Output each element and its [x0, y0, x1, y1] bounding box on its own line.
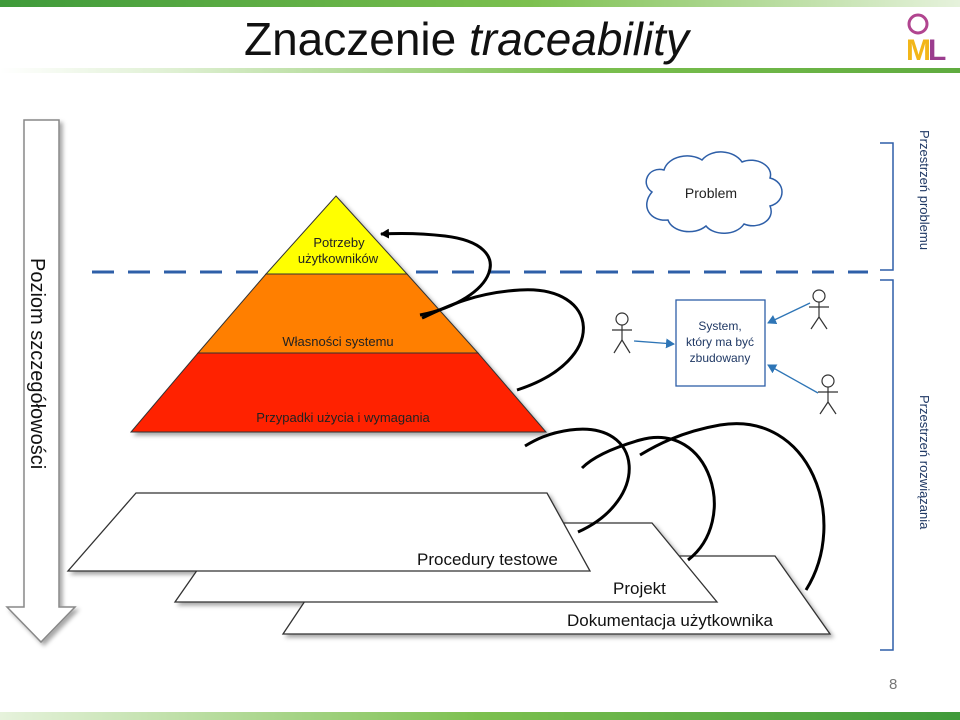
svg-text:L: L: [928, 34, 946, 67]
actor-arrow-right-top: [767, 302, 811, 325]
system-box-line3: zbudowany: [690, 351, 751, 365]
problem-cloud: [645, 151, 783, 234]
problem-space-brace: [880, 142, 894, 271]
actor-icon-left: [612, 312, 632, 354]
solution-space-label: Przestrzeń rozwiązania: [917, 395, 932, 530]
trace-curve-user-docs: [639, 422, 826, 591]
svg-text:M: M: [906, 34, 931, 67]
detail-level-arrow: [5, 119, 77, 644]
doc-label-user-docs: Dokumentacja użytkownika: [567, 611, 774, 630]
title-underline: [0, 68, 960, 73]
page-number: 8: [889, 676, 898, 693]
system-box-line1: System,: [698, 319, 741, 333]
trace-curve-needs-features: [380, 228, 492, 317]
solution-space-brace: [880, 279, 894, 651]
actor-arrow-left: [633, 338, 675, 349]
system-box: [675, 299, 766, 387]
pyramid-label-use-cases: Przypadki użycia i wymagania: [256, 410, 430, 425]
doc-sheet-1: [66, 492, 592, 572]
document-stack: [66, 492, 832, 635]
title-italic: traceability: [469, 13, 689, 65]
title-plain: Znaczenie: [244, 13, 470, 65]
actor-icon-right-bottom: [818, 374, 838, 415]
pyramid-tier-top: [264, 195, 409, 275]
actor-arrow-right-bottom: [767, 364, 819, 394]
pyramid-label-needs-2: użytkowników: [298, 251, 379, 266]
requirements-pyramid: [129, 195, 548, 433]
detail-level-label: Poziom szczegółowości: [26, 258, 48, 469]
uml-logo-icon: M L: [906, 13, 946, 67]
problem-label: Problem: [685, 185, 737, 201]
slide-title: Znaczenie traceability: [244, 12, 689, 66]
system-box-line2: który ma być: [686, 335, 754, 349]
bottom-accent-bar: [0, 712, 960, 720]
top-accent-bar: [0, 0, 960, 7]
doc-label-tests: Procedury testowe: [417, 550, 558, 569]
pyramid-label-needs-1: Potrzeby: [313, 235, 365, 250]
trace-curve-features-usecases: [421, 288, 585, 392]
actor-icon-right-top: [809, 289, 829, 330]
pyramid-label-features: Własności systemu: [282, 334, 393, 349]
doc-label-design: Projekt: [613, 579, 666, 598]
trace-curve-tests: [524, 427, 631, 534]
trace-arrows: [380, 228, 826, 591]
problem-space-label: Przestrzeń problemu: [917, 130, 932, 250]
